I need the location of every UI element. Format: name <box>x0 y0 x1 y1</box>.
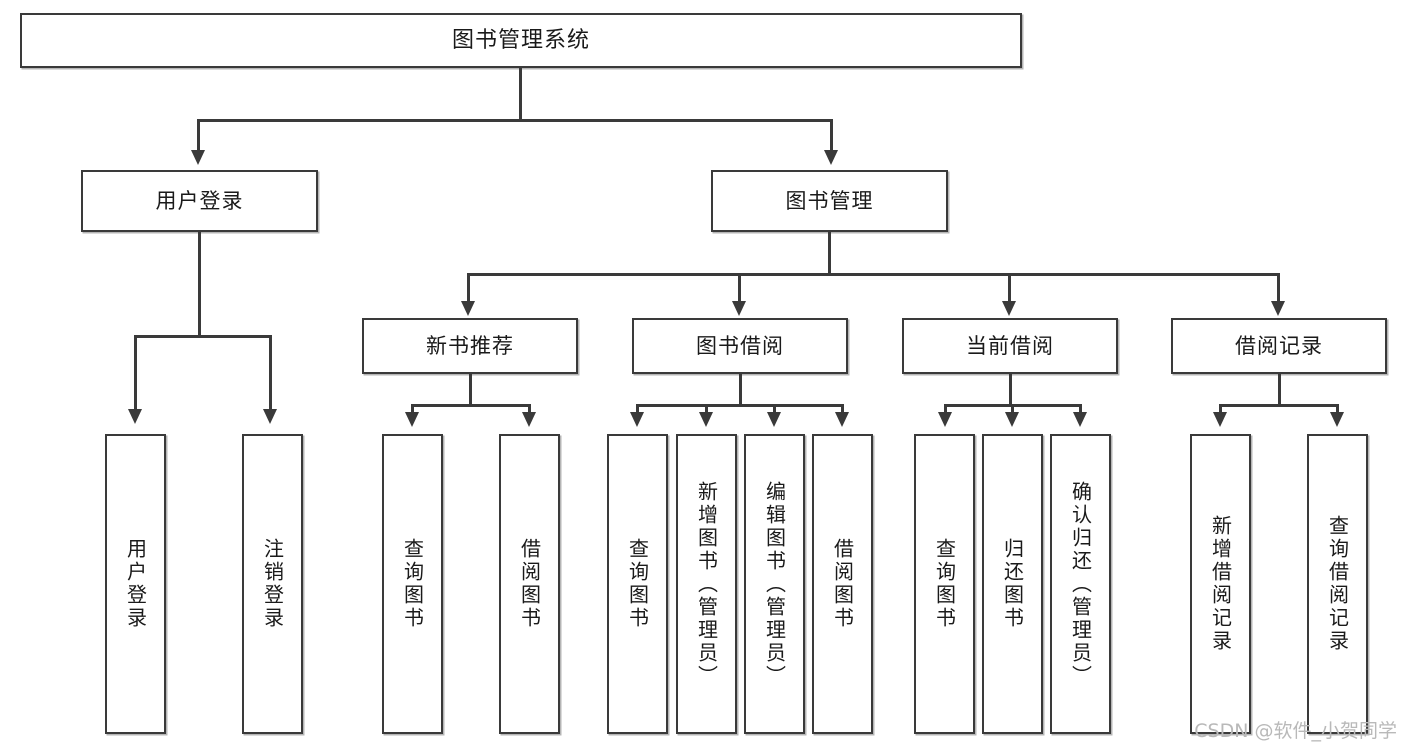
connector-book-management-stem <box>828 232 831 274</box>
arrowhead-leaf-user-login <box>128 409 142 424</box>
node-label: 用户登录 <box>155 188 244 213</box>
connector-user-login-leaf1 <box>134 335 137 411</box>
arrowhead-new-book-leaf2 <box>522 412 536 427</box>
connector-new-book-bus <box>411 404 531 407</box>
arrowhead-book-management <box>824 150 838 165</box>
connector-book-borrow-leaf2 <box>705 404 708 414</box>
connector-book-borrow-stem <box>739 374 742 405</box>
node-label: 注销登录 <box>260 538 285 630</box>
leaf-current-borrow-return-book[interactable]: 归还图书 <box>982 434 1043 734</box>
arrowhead-current-borrow-leaf1 <box>938 412 952 427</box>
connector-user-login-stem <box>198 232 201 336</box>
connector-current-borrow-leaf1 <box>944 404 947 414</box>
node-label: 归还图书 <box>1000 538 1025 630</box>
arrowhead-current-borrow-leaf2 <box>1005 412 1019 427</box>
leaf-borrow-record-query-record[interactable]: 查询借阅记录 <box>1307 434 1368 734</box>
csdn-watermark: CSDN @软件_小贺同学 <box>1194 720 1397 742</box>
connector-new-book-leaf2 <box>528 404 531 414</box>
arrowhead-new-book <box>461 301 475 316</box>
connector-book-borrow-leaf1 <box>636 404 639 414</box>
connector-new-book-leaf1 <box>411 404 414 414</box>
arrowhead-user-login <box>191 150 205 165</box>
node-label: 借阅记录 <box>1235 333 1323 358</box>
node-borrow-record[interactable]: 借阅记录 <box>1171 318 1387 374</box>
connector-new-book-stem <box>469 374 472 405</box>
node-current-borrow[interactable]: 当前借阅 <box>902 318 1118 374</box>
node-root-book-management-system[interactable]: 图书管理系统 <box>20 13 1022 68</box>
node-label: 查询借阅记录 <box>1325 515 1350 653</box>
node-label: 查询图书 <box>400 538 425 630</box>
arrowhead-book-borrow-leaf1 <box>630 412 644 427</box>
connector-borrow-record-leaf1 <box>1219 404 1222 414</box>
leaf-current-borrow-confirm-return-admin[interactable]: 确认归还（管理员） <box>1050 434 1111 734</box>
node-label: 用户登录 <box>123 538 148 630</box>
connector-bm-to-current-borrow <box>1008 273 1011 303</box>
connector-root-bus <box>197 119 833 122</box>
node-book-management[interactable]: 图书管理 <box>711 170 948 232</box>
leaf-user-login[interactable]: 用户登录 <box>105 434 166 734</box>
leaf-borrow-record-add-record[interactable]: 新增借阅记录 <box>1190 434 1251 734</box>
connector-user-login-leaf2 <box>269 335 272 411</box>
arrowhead-borrow-record-leaf2 <box>1330 412 1344 427</box>
node-label: 新增借阅记录 <box>1208 515 1233 653</box>
connector-root-stem <box>519 68 522 120</box>
node-label: 图书管理系统 <box>451 27 590 53</box>
connector-borrow-record-stem <box>1278 374 1281 405</box>
arrowhead-book-borrow-leaf2 <box>699 412 713 427</box>
arrowhead-book-borrow-leaf4 <box>835 412 849 427</box>
leaf-new-book-borrow-book[interactable]: 借阅图书 <box>499 434 560 734</box>
leaf-book-borrow-edit-book-admin[interactable]: 编辑图书（管理员） <box>744 434 805 734</box>
node-label: 图书管理 <box>785 188 874 213</box>
arrowhead-book-borrow <box>732 301 746 316</box>
arrowhead-borrow-record <box>1271 301 1285 316</box>
leaf-new-book-query-book[interactable]: 查询图书 <box>382 434 443 734</box>
node-label: 图书借阅 <box>696 333 784 358</box>
connector-borrow-record-leaf2 <box>1336 404 1339 414</box>
connector-root-to-book-management <box>830 119 833 152</box>
node-new-book-recommend[interactable]: 新书推荐 <box>362 318 578 374</box>
arrowhead-book-borrow-leaf3 <box>767 412 781 427</box>
leaf-book-borrow-add-book-admin[interactable]: 新增图书（管理员） <box>676 434 737 734</box>
leaf-logout[interactable]: 注销登录 <box>242 434 303 734</box>
node-label: 确认归还（管理员） <box>1068 480 1093 688</box>
node-label: 查询图书 <box>932 538 957 630</box>
arrowhead-borrow-record-leaf1 <box>1213 412 1227 427</box>
leaf-current-borrow-query-book[interactable]: 查询图书 <box>914 434 975 734</box>
connector-bm-to-new-book <box>467 273 470 303</box>
arrowhead-current-borrow-leaf3 <box>1073 412 1087 427</box>
node-book-borrow[interactable]: 图书借阅 <box>632 318 848 374</box>
node-label: 新书推荐 <box>426 333 514 358</box>
node-label: 借阅图书 <box>517 538 542 630</box>
connector-current-borrow-leaf3 <box>1079 404 1082 414</box>
connector-book-management-bus <box>467 273 1279 276</box>
leaf-book-borrow-query-book[interactable]: 查询图书 <box>607 434 668 734</box>
node-label: 编辑图书（管理员） <box>762 480 787 688</box>
node-label: 新增图书（管理员） <box>694 480 719 688</box>
connector-book-borrow-leaf3 <box>773 404 776 414</box>
arrowhead-new-book-leaf1 <box>405 412 419 427</box>
node-label: 借阅图书 <box>830 538 855 630</box>
connector-root-to-user-login <box>197 119 200 152</box>
connector-current-borrow-leaf2 <box>1011 404 1014 414</box>
leaf-book-borrow-borrow-book[interactable]: 借阅图书 <box>812 434 873 734</box>
connector-bm-to-book-borrow <box>738 273 741 303</box>
arrowhead-current-borrow <box>1002 301 1016 316</box>
connector-current-borrow-stem <box>1009 374 1012 405</box>
node-user-login[interactable]: 用户登录 <box>81 170 318 232</box>
connector-borrow-record-bus <box>1219 404 1339 407</box>
connector-bm-to-borrow-record <box>1277 273 1280 303</box>
arrowhead-leaf-logout <box>263 409 277 424</box>
connector-user-login-bus <box>134 335 272 338</box>
connector-book-borrow-leaf4 <box>841 404 844 414</box>
node-label: 查询图书 <box>625 538 650 630</box>
node-label: 当前借阅 <box>966 333 1054 358</box>
connector-book-borrow-bus <box>636 404 843 407</box>
